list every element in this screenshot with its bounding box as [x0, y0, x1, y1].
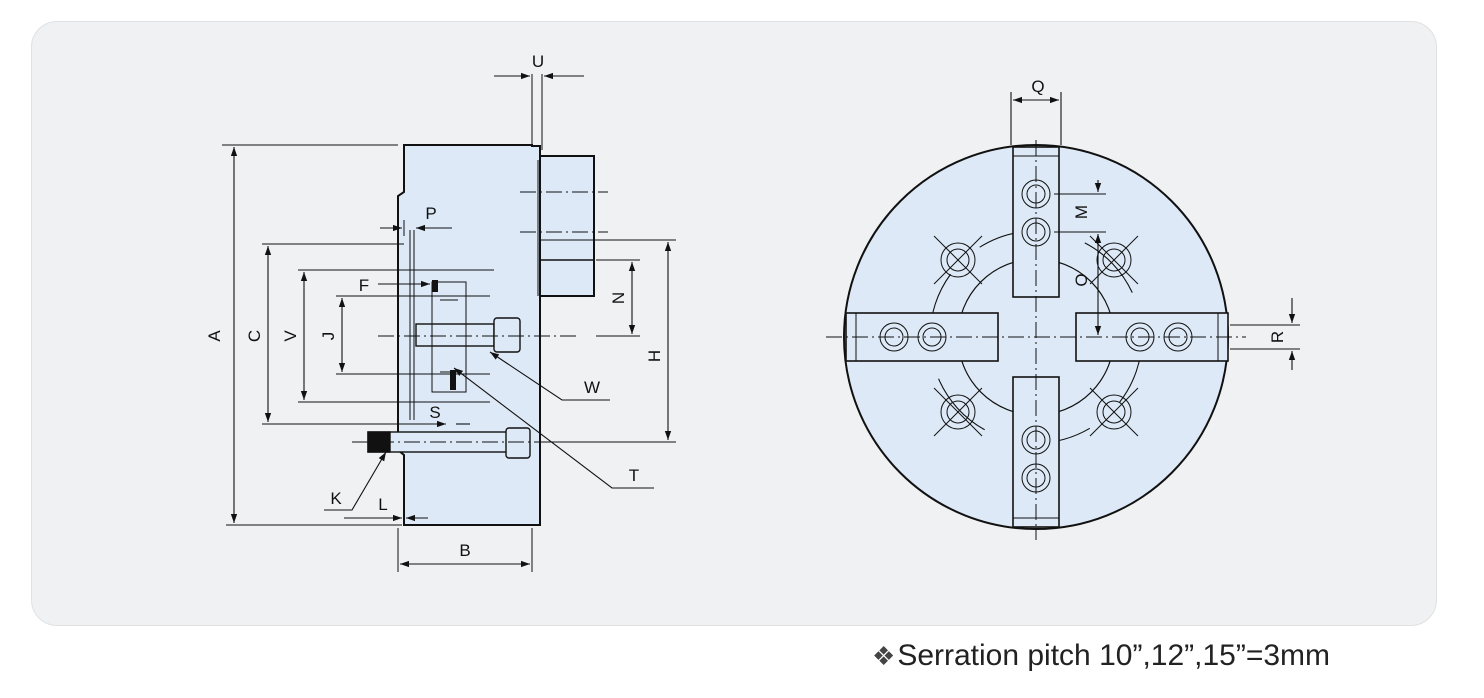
- label-r: R: [1268, 331, 1287, 343]
- label-b: B: [459, 541, 470, 560]
- label-u: U: [532, 52, 544, 71]
- dimension-lines: [230, 72, 672, 568]
- label-k: K: [330, 489, 342, 508]
- label-f: F: [359, 276, 369, 295]
- jaw: [539, 155, 595, 297]
- label-p: P: [425, 204, 436, 223]
- label-n: N: [609, 292, 628, 304]
- four-diamond-icon: ❖: [872, 641, 896, 671]
- label-a: A: [205, 330, 224, 342]
- label-o: O: [1072, 273, 1091, 286]
- label-w: W: [584, 378, 600, 397]
- label-v: V: [281, 330, 300, 342]
- label-t: T: [629, 466, 639, 485]
- label-l: L: [378, 495, 387, 514]
- front-view-labels: Q M O R: [1031, 77, 1287, 343]
- front-center-lines: [826, 140, 1246, 540]
- side-view: [367, 144, 595, 526]
- extension-lines: [222, 74, 676, 572]
- label-q: Q: [1031, 77, 1044, 96]
- label-h: H: [645, 350, 664, 362]
- label-m: M: [1072, 205, 1091, 219]
- footnote-text: Serration pitch 10”,12”,15”=3mm: [897, 639, 1331, 672]
- side-view-labels: A C V J N H U P F S W T K L B: [205, 52, 664, 560]
- label-s: S: [429, 403, 440, 422]
- center-lines: [352, 191, 608, 443]
- label-j: J: [319, 332, 338, 341]
- front-dimension-lines: [1010, 92, 1300, 370]
- serration-footnote: ❖Serration pitch 10”,12”,15”=3mm: [872, 636, 1330, 676]
- label-c: C: [245, 330, 264, 342]
